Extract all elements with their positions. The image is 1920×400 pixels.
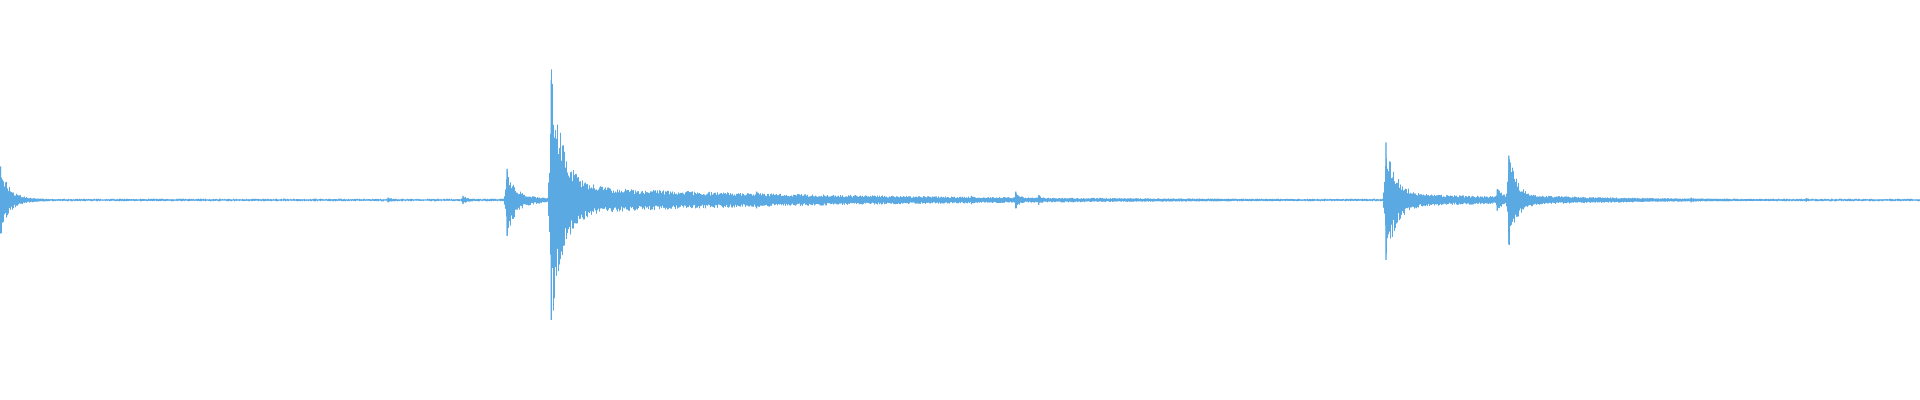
waveform-series: [0, 69, 1920, 320]
waveform-path: [0, 69, 1920, 311]
